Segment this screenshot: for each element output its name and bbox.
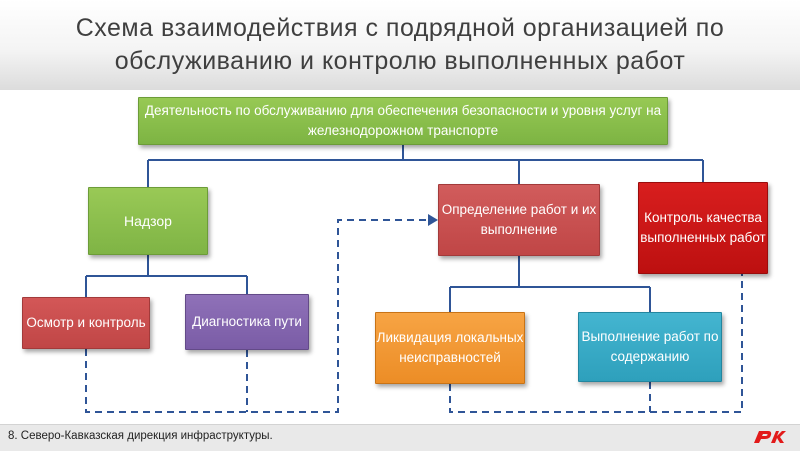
box-kontrol-kachestva: Контроль качества выполненных работ — [638, 182, 768, 274]
box-diagnostika: Диагностика пути — [185, 294, 309, 350]
box-vypolnenie: Выполнение работ по содержанию — [578, 312, 722, 382]
footer-text: 8. Северо-Кавказская дирекция инфраструк… — [8, 430, 273, 442]
title-band — [0, 0, 800, 90]
box-likvidaciya: Ликвидация локальных неисправностей — [375, 312, 525, 384]
dashed-loop-left — [85, 219, 430, 413]
box-osmotr: Осмотр и контроль — [22, 297, 150, 349]
rzd-logo-icon — [754, 431, 786, 443]
box-activity: Деятельность по обслуживанию для обеспеч… — [138, 97, 668, 145]
box-nadzor: Надзор — [88, 187, 208, 255]
footer-bar: 8. Северо-Кавказская дирекция инфраструк… — [0, 424, 800, 451]
dashed-loop-right — [449, 274, 743, 413]
box-opredelenie: Определение работ и их выполнение — [438, 184, 600, 256]
slide-title: Схема взаимодействия с подрядной организ… — [75, 14, 725, 75]
arrow-head-icon — [428, 214, 438, 226]
